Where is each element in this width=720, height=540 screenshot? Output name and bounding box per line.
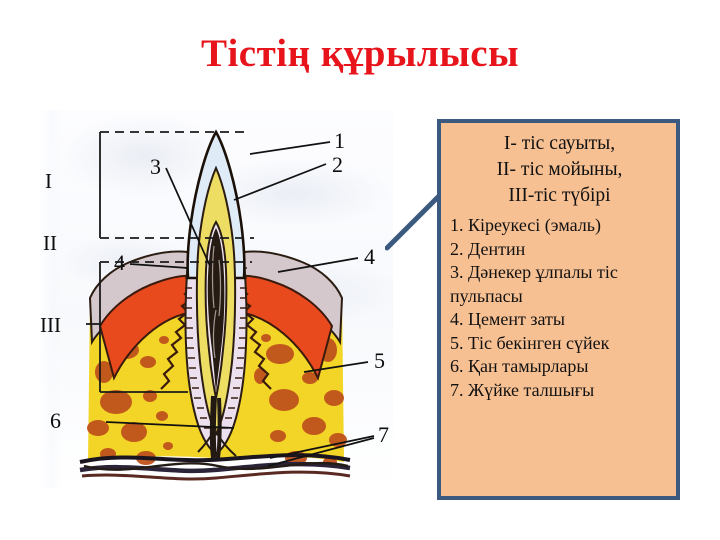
leader-line-5 (303, 361, 369, 373)
leader-line-4-left (129, 263, 189, 269)
legend-item-3: 3. Дәнекер ұлпалы тіс (450, 262, 618, 282)
scan-edge-shadow (38, 110, 62, 488)
figure-label-region-I: I (45, 169, 52, 193)
apical-nerve-bundle (197, 395, 237, 459)
pulp-vessel-streaks (211, 245, 222, 359)
legend-item-1: 1. Кіреукесі (эмаль) (450, 215, 601, 235)
legend-item-3-cont: пульпасы (450, 285, 523, 306)
figure-label-2: 2 (332, 152, 343, 177)
page-title: Тістің құрылысы (200, 32, 520, 75)
legend-heading-crown: I- тіс сауыты, (503, 133, 616, 154)
figure-label-3: 3 (150, 154, 161, 179)
legend-item-6: 6. Қан тамырлары (450, 356, 589, 376)
legend-heading-root: III-тіс түбірі (508, 185, 611, 206)
tooth-diagram: I II III 1 2 3 4 4 5 6 7 (38, 110, 393, 488)
leader-line-6 (105, 421, 235, 429)
figure-label-7: 7 (378, 422, 389, 447)
legend-heading-neck: II- тіс мойыны, (496, 159, 623, 180)
nerve-and-vessel-strands (79, 453, 351, 481)
figure-label-4-right: 4 (364, 244, 375, 269)
legend-items: 1. Кіреукесі (эмаль) 2. Дентин 3. Дәнеке… (450, 214, 669, 402)
figure-label-region-II: II (43, 231, 57, 255)
figure-label-6: 6 (50, 408, 61, 433)
legend-item-5: 5. Тіс бекінген сүйек (450, 332, 610, 353)
leader-line-2 (233, 163, 327, 201)
region-brackets (86, 131, 254, 393)
legend-item-4: 4. Цемент заты (450, 309, 565, 329)
figure-leader-lines (105, 141, 375, 467)
legend-pointer-line (385, 191, 444, 251)
legend-panel: I- тіс сауыты, II- тіс мойыны, III-тіс т… (437, 119, 680, 500)
figure-label-region-III: III (40, 313, 61, 337)
leader-line-7 (269, 435, 375, 459)
legend-item-7: 7. Жүйке талшығы (450, 379, 595, 400)
figure-label-1: 1 (334, 128, 345, 153)
legend-headings: I- тіс сауыты, II- тіс мойыны, III-тіс т… (450, 131, 669, 209)
legend-item-2: 2. Дентин (450, 238, 526, 259)
leader-line-4-right (277, 257, 359, 273)
leader-line-3 (165, 167, 211, 267)
figure-label-4-left: 4 (114, 250, 125, 275)
leader-line-1 (249, 141, 331, 155)
tooth-cross-section-illustration (79, 129, 375, 481)
leader-line-7b (267, 437, 375, 467)
figure-label-5: 5 (374, 348, 385, 373)
